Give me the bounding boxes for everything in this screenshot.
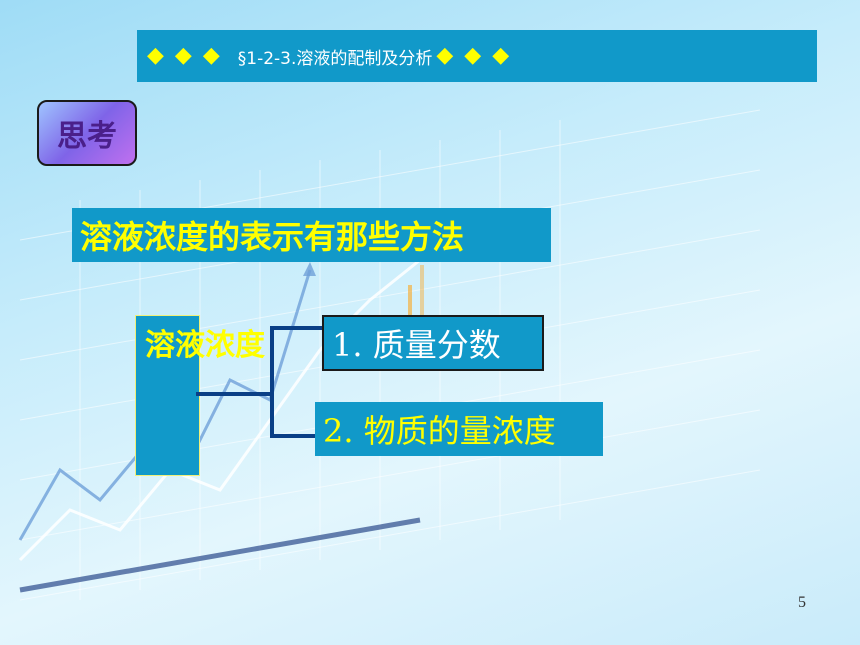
page-number: 5 [798, 594, 806, 611]
concept-label: 溶液浓度 [145, 328, 265, 363]
option-mass-fraction: 1. 质量分数 [322, 315, 544, 371]
think-badge: 思考 [37, 100, 137, 166]
option-molar-concentration: 2. 物质的量浓度 [315, 402, 603, 456]
question-banner: 溶液浓度的表示有那些方法 [72, 208, 551, 262]
connector-horizontal-main [196, 392, 274, 396]
think-label: 思考 [57, 119, 117, 154]
slide-header-bar: ◆ ◆ ◆ §1-2-3.溶液的配制及分析 ◆ ◆ ◆ [137, 30, 817, 82]
section-title: §1-2-3.溶液的配制及分析 [237, 48, 433, 69]
connector-to-option-1 [270, 326, 324, 330]
diamond-decoration-right: ◆ ◆ ◆ [436, 43, 512, 68]
connector-vertical [270, 326, 274, 438]
diamond-decoration-left: ◆ ◆ ◆ [147, 43, 222, 68]
concept-box [135, 315, 200, 476]
connector-to-option-2 [270, 434, 318, 438]
